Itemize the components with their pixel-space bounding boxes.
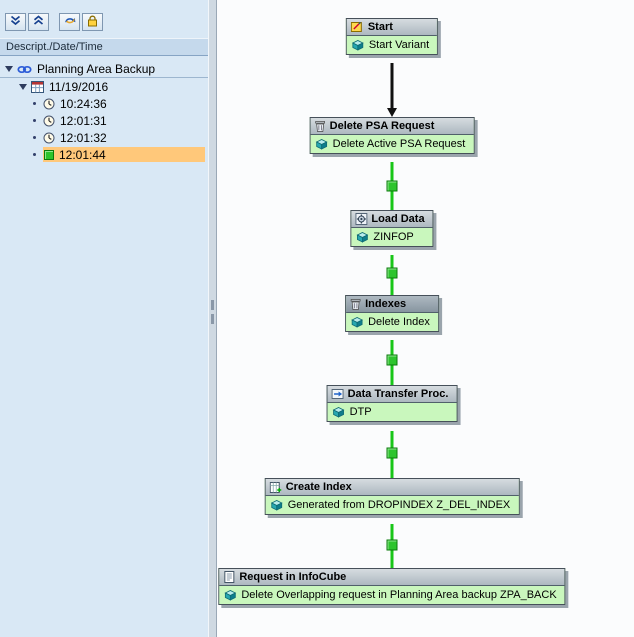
node-subtitle: Generated from DROPINDEX Z_DEL_INDEX bbox=[287, 499, 511, 511]
node-header: Request in InfoCube bbox=[219, 569, 565, 586]
tree-column-header[interactable]: Descript./Date/Time bbox=[0, 38, 208, 56]
bullet-icon bbox=[33, 102, 36, 105]
variant-cube-icon bbox=[351, 39, 365, 51]
chain-node-data-transfer-process[interactable]: Data Transfer Proc. DTP bbox=[326, 385, 458, 422]
node-header: Create Index bbox=[265, 479, 519, 496]
node-subtitle: DTP bbox=[349, 406, 372, 418]
success-status-icon bbox=[44, 149, 54, 160]
tree-row-time-selected[interactable]: 12:01:44 bbox=[0, 146, 208, 163]
double-chevron-up-button[interactable] bbox=[28, 13, 49, 31]
time-label: 10:24:36 bbox=[60, 96, 107, 111]
tree-row-chain[interactable]: Planning Area Backup bbox=[0, 61, 208, 78]
node-subtitle: Start Variant bbox=[368, 39, 430, 51]
node-subtitle: Delete Index bbox=[368, 316, 430, 328]
node-body: Start Variant bbox=[346, 36, 438, 54]
node-body: DTP bbox=[327, 403, 457, 421]
node-subtitle: Delete Active PSA Request bbox=[332, 138, 466, 150]
time-label: 12:01:31 bbox=[60, 113, 107, 128]
lock-icon bbox=[87, 15, 98, 30]
double-chevron-up-icon bbox=[33, 15, 44, 29]
double-chevron-down-icon bbox=[10, 15, 21, 29]
dtp-arrow-icon bbox=[331, 388, 344, 400]
chain-label: Planning Area Backup bbox=[37, 62, 156, 76]
variant-cube-icon bbox=[223, 589, 237, 601]
clock-icon bbox=[43, 98, 55, 110]
refresh-button[interactable] bbox=[59, 13, 80, 31]
start-icon bbox=[350, 21, 364, 33]
log-tree: Planning Area Backup 11/19/2016 10:24:36 bbox=[0, 56, 208, 163]
node-title: Delete PSA Request bbox=[329, 120, 435, 132]
node-title: Request in InfoCube bbox=[239, 571, 347, 583]
edge-status-square-icon bbox=[386, 447, 398, 459]
variant-cube-icon bbox=[332, 406, 346, 418]
create-index-icon bbox=[269, 481, 282, 493]
node-title: Start bbox=[367, 21, 393, 33]
chain-icon bbox=[17, 64, 32, 75]
clock-icon bbox=[43, 132, 55, 144]
node-title: Load Data bbox=[371, 213, 425, 225]
refresh-arrows-icon bbox=[64, 15, 76, 29]
date-label: 11/19/2016 bbox=[49, 79, 109, 94]
lock-button[interactable] bbox=[82, 13, 103, 31]
node-body: Generated from DROPINDEX Z_DEL_INDEX bbox=[265, 496, 519, 514]
edge-status-square-icon bbox=[386, 354, 398, 366]
variant-cube-icon bbox=[350, 316, 364, 328]
node-body: Delete Overlapping request in Planning A… bbox=[219, 586, 565, 604]
node-body: ZINFOP bbox=[351, 228, 433, 246]
double-chevron-down-button[interactable] bbox=[5, 13, 26, 31]
chain-node-delete-psa-request[interactable]: Delete PSA Request Delete Active PSA Req… bbox=[309, 117, 475, 154]
time-label: 12:01:44 bbox=[59, 147, 106, 162]
variant-cube-icon bbox=[355, 231, 369, 243]
chain-node-load-data[interactable]: Load Data ZINFOP bbox=[350, 210, 434, 247]
variant-cube-icon bbox=[270, 499, 284, 511]
edge-status-square-icon bbox=[386, 180, 398, 192]
clock-icon bbox=[43, 115, 55, 127]
chain-node-indexes[interactable]: Indexes Delete Index bbox=[345, 295, 439, 332]
tree-row-time[interactable]: 12:01:31 bbox=[0, 112, 208, 129]
node-header: Data Transfer Proc. bbox=[327, 386, 457, 403]
trash-icon bbox=[350, 298, 361, 310]
tree-row-time[interactable]: 12:01:32 bbox=[0, 129, 208, 146]
node-header: Start bbox=[346, 19, 438, 36]
bullet-icon bbox=[33, 136, 36, 139]
panel-splitter[interactable] bbox=[208, 0, 217, 637]
bullet-icon bbox=[33, 153, 36, 156]
chain-node-start[interactable]: Start Start Variant bbox=[345, 18, 439, 55]
node-subtitle: Delete Overlapping request in Planning A… bbox=[241, 589, 557, 601]
node-header: Indexes bbox=[346, 296, 438, 313]
log-tree-panel: Descript./Date/Time Planning Area Backup… bbox=[0, 0, 208, 637]
load-gear-icon bbox=[355, 213, 368, 225]
node-body: Delete Index bbox=[346, 313, 438, 331]
chain-canvas: Start Start Variant Delete PSA Request bbox=[217, 0, 634, 637]
time-label: 12:01:32 bbox=[60, 130, 107, 145]
selection-highlight: 12:01:44 bbox=[43, 147, 205, 162]
arrow-head-icon bbox=[387, 108, 397, 117]
tree-toolbar bbox=[0, 0, 208, 35]
node-title: Data Transfer Proc. bbox=[347, 388, 449, 400]
node-body: Delete Active PSA Request bbox=[310, 135, 474, 153]
request-icon bbox=[223, 571, 235, 583]
expander-icon[interactable] bbox=[19, 83, 27, 90]
chain-node-request-in-infocube[interactable]: Request in InfoCube Delete Overlapping r… bbox=[218, 568, 566, 605]
node-header: Delete PSA Request bbox=[310, 118, 474, 135]
chain-node-create-index[interactable]: Create Index Generated from DROPINDEX Z_… bbox=[264, 478, 520, 515]
edge-start-to-psa bbox=[390, 63, 394, 108]
node-title: Indexes bbox=[365, 298, 407, 310]
edge-status-square-icon bbox=[386, 267, 398, 279]
node-title: Create Index bbox=[285, 481, 352, 493]
edge-status-square-icon bbox=[386, 539, 398, 551]
node-header: Load Data bbox=[351, 211, 433, 228]
tree-row-time[interactable]: 10:24:36 bbox=[0, 95, 208, 112]
variant-cube-icon bbox=[315, 138, 329, 150]
toolbar-separator bbox=[51, 14, 57, 30]
trash-icon bbox=[315, 120, 326, 132]
splitter-grip-icon bbox=[211, 300, 214, 328]
expander-icon[interactable] bbox=[5, 66, 13, 72]
bullet-icon bbox=[33, 119, 36, 122]
node-subtitle: ZINFOP bbox=[373, 231, 414, 243]
tree-row-date[interactable]: 11/19/2016 bbox=[0, 78, 208, 95]
calendar-icon bbox=[31, 80, 44, 93]
